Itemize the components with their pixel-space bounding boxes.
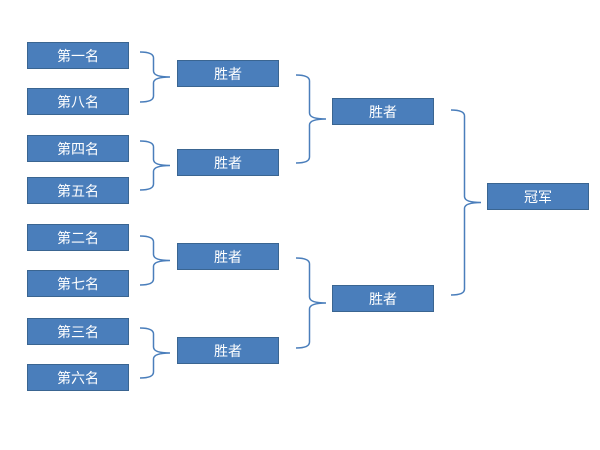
bracket-brace xyxy=(139,235,171,286)
semifinal-winner-1: 胜者 xyxy=(332,98,434,125)
bracket-brace xyxy=(139,140,171,191)
seed-4-box: 第四名 xyxy=(27,135,129,162)
seed-1-box: 第一名 xyxy=(27,42,129,69)
bracket-brace xyxy=(139,327,171,379)
seed-5-box: 第五名 xyxy=(27,177,129,204)
bracket-brace xyxy=(450,109,482,296)
champion-box: 冠军 xyxy=(487,183,589,210)
seed-3-box: 第三名 xyxy=(27,318,129,345)
seed-8-box: 第八名 xyxy=(27,88,129,115)
seed-6-box: 第六名 xyxy=(27,364,129,391)
quarterfinal-winner-1: 胜者 xyxy=(177,60,279,87)
quarterfinal-winner-3: 胜者 xyxy=(177,243,279,270)
bracket-brace xyxy=(139,51,171,103)
bracket-brace xyxy=(295,257,327,349)
bracket-brace xyxy=(295,74,327,164)
quarterfinal-winner-4: 胜者 xyxy=(177,337,279,364)
seed-2-box: 第二名 xyxy=(27,224,129,251)
semifinal-winner-2: 胜者 xyxy=(332,285,434,312)
quarterfinal-winner-2: 胜者 xyxy=(177,149,279,176)
seed-7-box: 第七名 xyxy=(27,270,129,297)
